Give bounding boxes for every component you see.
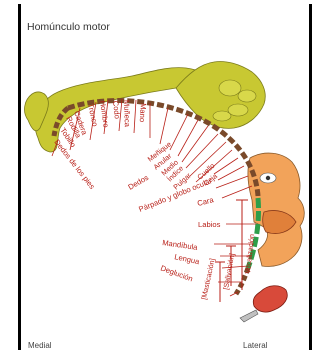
thumb-shape bbox=[219, 80, 241, 96]
pupil-shape bbox=[266, 176, 270, 180]
label-labios: Labios bbox=[198, 220, 221, 229]
finger-shape bbox=[213, 111, 231, 121]
diagram-title: Homúnculo motor bbox=[27, 21, 110, 33]
finger-shape bbox=[228, 104, 248, 116]
axis-label-medial: Medial bbox=[28, 341, 52, 350]
finger-shape bbox=[238, 90, 256, 102]
label-codo: Codo bbox=[111, 100, 122, 119]
label-muneca: Muñeca bbox=[122, 100, 132, 128]
axis-label-lateral: Lateral bbox=[243, 341, 267, 350]
label-mano: Mano bbox=[138, 103, 148, 123]
